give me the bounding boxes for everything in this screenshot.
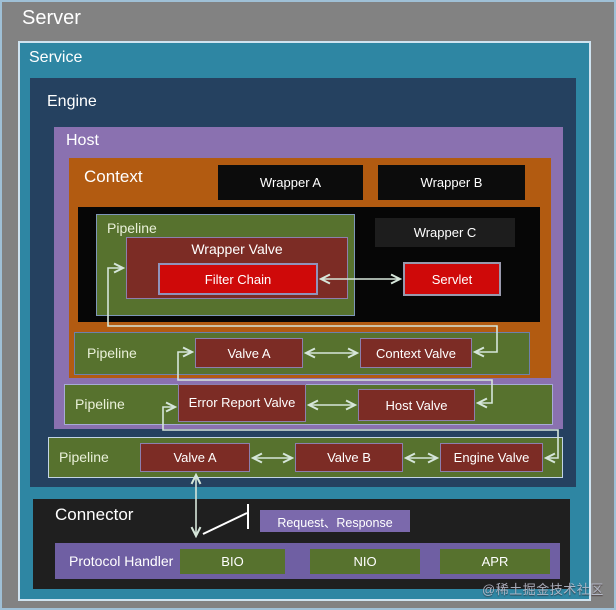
- protocol-bio-box: BIO: [180, 549, 285, 574]
- wrapper-a-label: Wrapper A: [259, 175, 322, 190]
- host-valve-label: Host Valve: [385, 397, 448, 413]
- wrapper-b-box: Wrapper B: [378, 165, 525, 200]
- protocol-apr-label: APR: [481, 554, 509, 569]
- protocol-bio-label: BIO: [221, 554, 244, 569]
- engine-label: Engine: [47, 93, 97, 110]
- watermark-text: @稀土掘金技术社区: [482, 582, 604, 597]
- protocol-apr-box: APR: [440, 549, 550, 574]
- engine-valve-a-box: Valve A: [140, 443, 250, 472]
- context-valve-a-box: Valve A: [195, 338, 303, 368]
- context-label: Context: [84, 167, 143, 186]
- host-label: Host: [66, 132, 99, 149]
- server-label: Server: [22, 7, 81, 29]
- engine-pipeline-label: Pipeline: [59, 449, 109, 465]
- wrapper-a-box: Wrapper A: [218, 165, 363, 200]
- valve-b-label: Valve B: [327, 450, 371, 465]
- wrapper-pipeline-label: Pipeline: [107, 220, 157, 236]
- host-pipeline-label: Pipeline: [75, 396, 125, 412]
- context-pipeline-label: Pipeline: [87, 345, 137, 361]
- servlet-label: Servlet: [431, 271, 473, 287]
- service-label: Service: [29, 49, 83, 66]
- valve-b-box: Valve B: [295, 443, 403, 472]
- engine-valve-label: Engine Valve: [453, 450, 530, 465]
- wrapper-b-label: Wrapper B: [420, 175, 483, 190]
- context-valve-a-label: Valve A: [227, 345, 271, 361]
- context-valve-box: Context Valve: [360, 338, 472, 368]
- context-valve-label: Context Valve: [376, 345, 456, 361]
- error-report-valve-box: Error Report Valve: [178, 384, 306, 422]
- wrapper-valve-label: Wrapper Valve: [191, 241, 283, 257]
- wrapper-c-box: Wrapper C: [375, 218, 515, 247]
- request-response-label: Request、Response: [277, 515, 393, 530]
- engine-valve-a-label: Valve A: [173, 450, 217, 465]
- filter-chain-label: Filter Chain: [204, 271, 272, 287]
- protocol-nio-label: NIO: [353, 554, 377, 569]
- request-response-box: Request、Response: [260, 510, 410, 532]
- host-pipeline-box: Pipeline: [64, 384, 553, 425]
- connector-label: Connector: [55, 505, 134, 524]
- filter-chain-box: Filter Chain: [158, 263, 318, 295]
- error-report-valve-label: Error Report Valve: [188, 395, 296, 411]
- protocol-nio-box: NIO: [310, 549, 420, 574]
- engine-valve-box: Engine Valve: [440, 443, 543, 472]
- servlet-box: Servlet: [403, 262, 501, 296]
- host-valve-box: Host Valve: [358, 389, 475, 421]
- wrapper-c-label: Wrapper C: [413, 225, 477, 240]
- protocol-handler-label: Protocol Handler: [69, 553, 174, 569]
